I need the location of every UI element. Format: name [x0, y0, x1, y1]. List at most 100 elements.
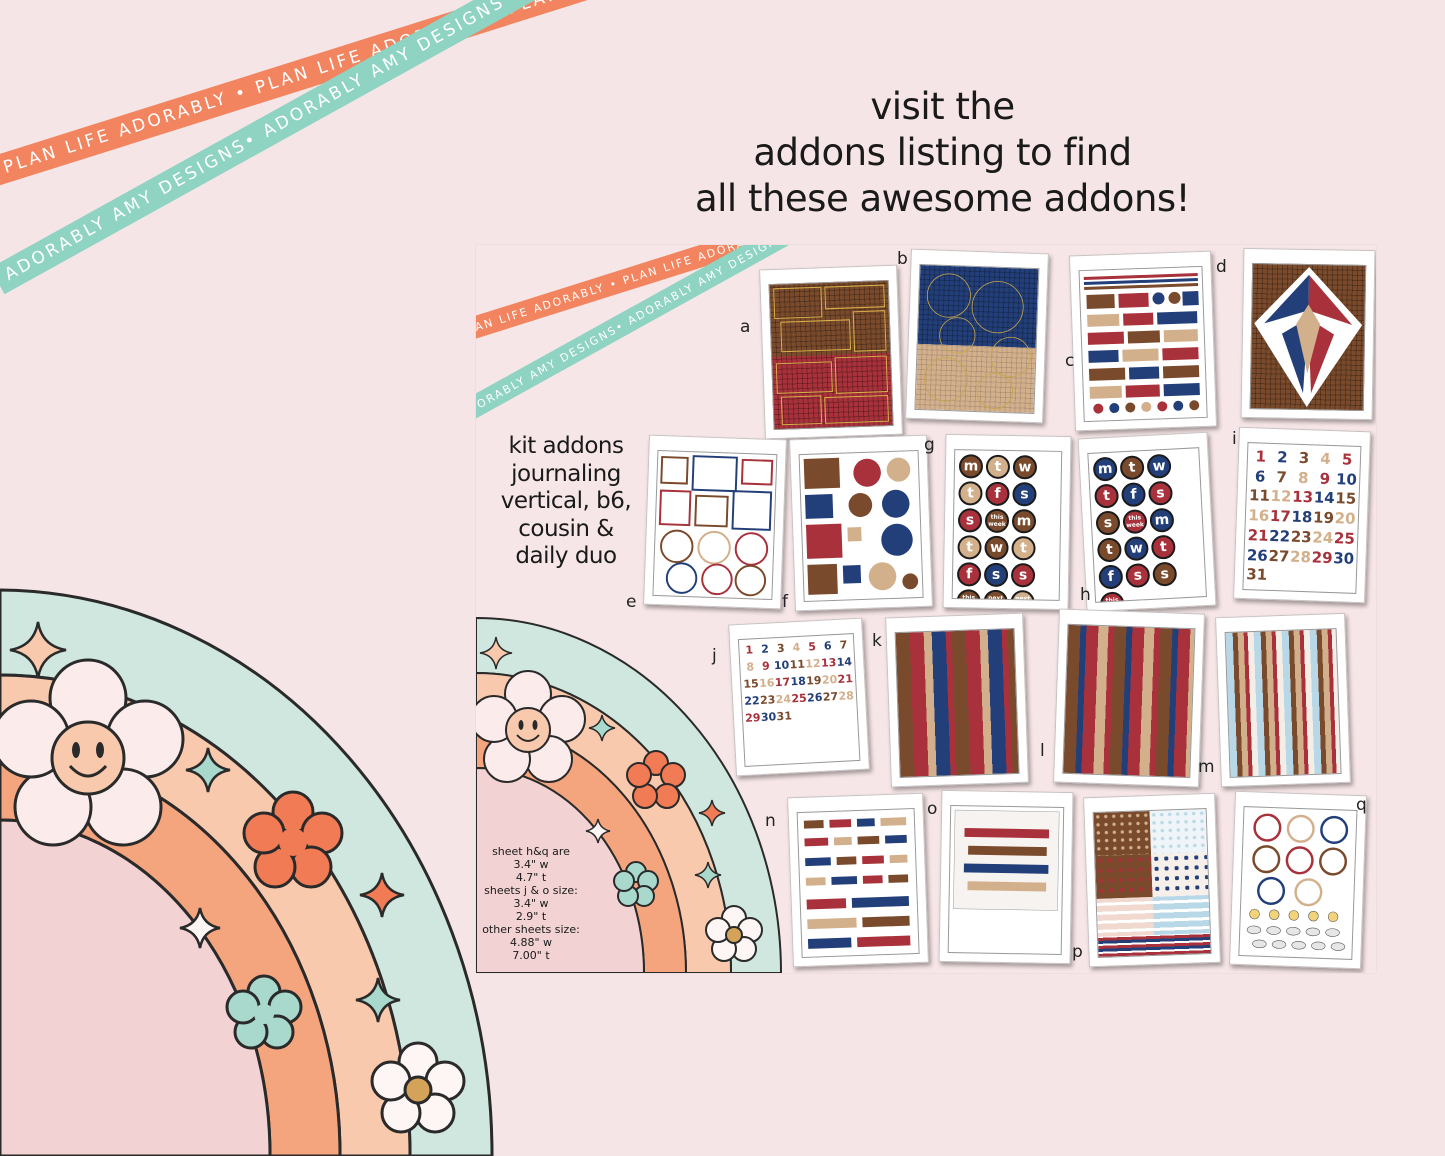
headline-line-1: visit the — [870, 85, 1015, 128]
sheet-letter-e: e — [626, 592, 637, 612]
week-circle: t — [957, 535, 982, 560]
week-circle: t — [958, 481, 983, 506]
week-circle: next week — [1010, 590, 1035, 601]
day-number: 29 — [1311, 547, 1333, 567]
day-number: 24 — [775, 692, 792, 707]
sheet-letter-a: a — [740, 317, 751, 337]
week-circle: s — [1147, 480, 1174, 506]
week-circle: m — [1092, 456, 1118, 482]
week-circle: this week — [1122, 509, 1148, 535]
day-number: 14 — [836, 655, 853, 669]
week-circle: f — [1098, 564, 1124, 590]
week-circle: this week — [1099, 591, 1125, 603]
sheet-letter-k: k — [872, 631, 882, 651]
week-circle: s — [1010, 563, 1036, 588]
week-circle: f — [985, 481, 1010, 507]
day-number: 17 — [1269, 507, 1292, 526]
day-number: 30 — [1332, 548, 1355, 568]
day-number: 11 — [789, 657, 806, 672]
week-circle: s — [1152, 561, 1178, 587]
day-number: 31 — [776, 709, 793, 724]
day-number: 28 — [838, 689, 855, 703]
sheet-o — [938, 789, 1074, 965]
day-number: 7 — [1276, 467, 1288, 487]
sheet-c — [1068, 250, 1218, 432]
week-circle: this week — [984, 508, 1010, 534]
sparkle-star-icon — [179, 907, 221, 949]
day-number: 29 — [744, 711, 761, 725]
sheet-f — [789, 434, 933, 612]
week-circle: m — [958, 454, 984, 479]
day-number: 15 — [1335, 489, 1357, 509]
day-number: 23 — [759, 693, 776, 708]
day-number: 24 — [1312, 528, 1334, 547]
day-number: 25 — [1333, 528, 1356, 548]
day-number: 3 — [1298, 448, 1310, 468]
week-circle: s — [957, 508, 983, 533]
day-number: 10 — [773, 658, 790, 673]
sheet-letter-d: d — [1216, 257, 1227, 277]
day-number: 2 — [760, 642, 770, 656]
week-circle: m — [1011, 509, 1037, 534]
sparkle-star-icon — [185, 747, 231, 793]
week-circle: this week — [956, 589, 981, 601]
sparkle-star-icon — [9, 621, 67, 679]
day-number: 27 — [1268, 546, 1290, 566]
sheet-letter-l: l — [1040, 741, 1045, 761]
week-circle: w — [1012, 455, 1038, 480]
day-number: 6 — [823, 639, 832, 653]
sheet-letter-o: o — [927, 799, 938, 819]
day-number: 21 — [1247, 525, 1269, 545]
sheet-letter-m: m — [1198, 757, 1215, 777]
day-number: 4 — [792, 640, 801, 655]
week-circle: f — [1120, 482, 1147, 508]
day-number: 5 — [807, 640, 817, 654]
day-number: 28 — [1289, 547, 1312, 566]
week-circle: t — [985, 454, 1011, 480]
week-circle: t — [1093, 483, 1120, 509]
day-number: 8 — [746, 660, 755, 674]
day-number: 18 — [1291, 507, 1313, 527]
day-number: 4 — [1320, 449, 1332, 468]
week-circle: t — [1096, 537, 1123, 563]
week-circle: t — [1011, 536, 1036, 561]
headline: visit the addons listing to find all the… — [660, 84, 1225, 222]
headline-line-2: addons listing to find — [753, 131, 1132, 174]
day-number: 6 — [1254, 467, 1266, 486]
sheet-d — [1240, 247, 1376, 421]
white-flower-icon — [370, 1041, 466, 1134]
panel-rainbow-illustration — [476, 616, 783, 973]
sheet-letter-c: c — [1065, 351, 1075, 371]
rainbow-illustration — [0, 588, 494, 1156]
day-number: 22 — [1268, 526, 1291, 546]
sheet-l — [1053, 608, 1205, 788]
day-number: 26 — [1246, 545, 1269, 565]
day-number: 20 — [821, 672, 838, 687]
sheet-size-notes: sheet h&q are 3.4" w 4.7" t sheets j & o… — [482, 845, 580, 962]
day-number: 1 — [1255, 447, 1267, 466]
sheet-letter-f: f — [782, 592, 788, 612]
day-number: 7 — [839, 638, 848, 652]
day-number: 15 — [743, 677, 760, 691]
day-number: 30 — [760, 710, 777, 725]
day-number: 21 — [837, 672, 854, 686]
headline-line-3: all these awesome addons! — [694, 177, 1191, 220]
day-number: 18 — [790, 674, 807, 689]
sheet-q — [1229, 790, 1367, 970]
sparkle-star-icon — [355, 977, 401, 1023]
sheet-e — [643, 434, 787, 610]
mini-smiley-flower-icon — [476, 670, 586, 783]
day-number: 1 — [745, 643, 754, 657]
sheet-letter-g: g — [924, 435, 935, 455]
mini-orange-flower-icon — [626, 750, 686, 809]
week-circle: s — [1012, 482, 1037, 507]
sheet-letter-p: p — [1072, 942, 1083, 962]
day-number: 12 — [804, 656, 821, 671]
day-number: 14 — [1313, 488, 1335, 508]
sheet-b — [905, 248, 1049, 424]
